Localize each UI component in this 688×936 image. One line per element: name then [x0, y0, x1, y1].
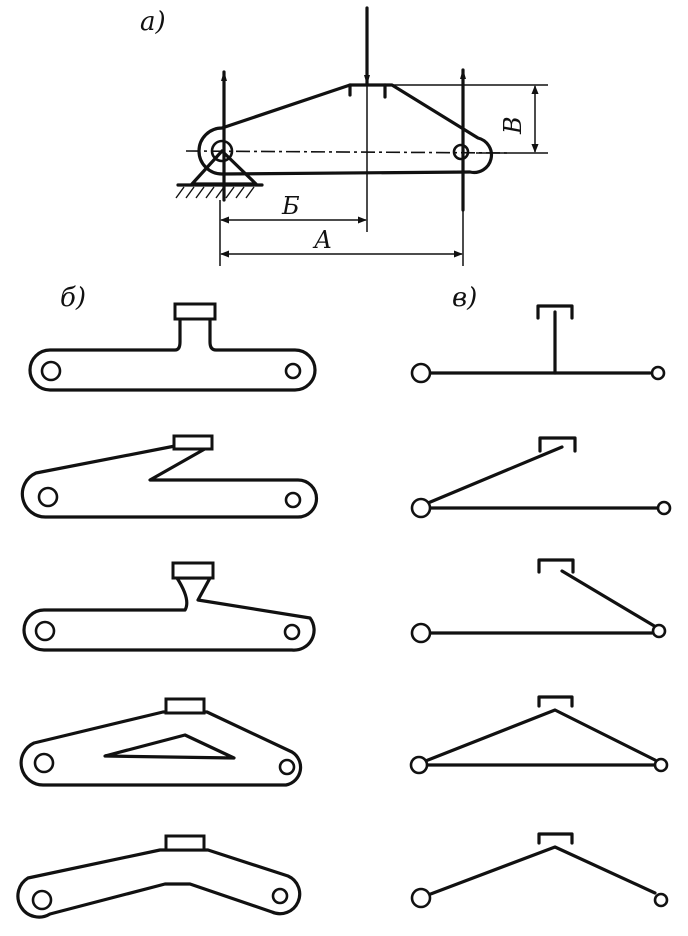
scheme-4-right-node — [653, 757, 669, 773]
lever-body — [197, 83, 494, 176]
scheme-2-right-node — [656, 500, 672, 516]
line-scheme-1 — [410, 304, 666, 384]
lever-1-right-hole — [284, 362, 302, 380]
lever-shape-1 — [28, 302, 317, 392]
lever-4-cutout — [103, 733, 236, 760]
center-line — [185, 150, 509, 154]
panel-b-label: б) — [60, 283, 86, 313]
scheme-3-pad — [537, 558, 575, 574]
lever-4-left-hole — [33, 752, 55, 774]
lever-shape-4 — [19, 697, 303, 787]
lever-4-pad — [164, 697, 206, 715]
lever-shape-3 — [22, 561, 316, 652]
lever-3-left-hole — [34, 620, 56, 642]
line-scheme-5 — [410, 832, 669, 909]
lever-3-pad — [171, 561, 215, 580]
panel-b: б) — [16, 283, 319, 919]
lever-1-pad — [173, 302, 217, 321]
lever-shape-2 — [20, 434, 319, 519]
dimension-label-b-small: Б — [281, 192, 300, 220]
lever-5-left-hole — [31, 889, 53, 911]
scheme-1-right-node — [650, 365, 666, 381]
scheme-3-right-node — [651, 623, 667, 639]
scheme-5-right-node — [653, 892, 669, 908]
scheme-5-pad — [537, 832, 574, 845]
lever-2-left-hole — [37, 486, 59, 508]
scheme-3-left-node — [410, 622, 432, 644]
lever-4-right-hole — [278, 758, 296, 776]
dimension-label-a: А — [312, 226, 332, 254]
panel-a-label: а) — [140, 7, 166, 37]
lever-shape-5 — [16, 834, 302, 919]
scheme-1-left-node — [410, 362, 432, 384]
panel-v: в) — [409, 283, 672, 909]
lever-2-right-hole — [284, 491, 302, 509]
lever-5-right-hole — [271, 887, 289, 905]
line-scheme-2 — [410, 436, 672, 519]
lever-1-left-hole — [40, 360, 62, 382]
panel-a: а) — [140, 6, 548, 266]
lever-2-pad — [172, 434, 214, 451]
line-scheme-3 — [410, 558, 667, 644]
ground-hatching — [175, 186, 255, 199]
line-scheme-4 — [409, 695, 669, 775]
dimension-label-v: В — [499, 116, 527, 135]
scheme-1-pad — [536, 304, 574, 320]
scheme-2-left-node — [410, 497, 432, 519]
scheme-4-pad — [537, 695, 574, 708]
scheme-4-left-node — [409, 755, 429, 775]
lever-3-right-hole — [283, 623, 301, 641]
lever-5-pad — [164, 834, 206, 852]
scheme-2-pad — [538, 436, 577, 453]
panel-v-label: в) — [452, 283, 477, 313]
scheme-5-left-node — [410, 887, 432, 909]
